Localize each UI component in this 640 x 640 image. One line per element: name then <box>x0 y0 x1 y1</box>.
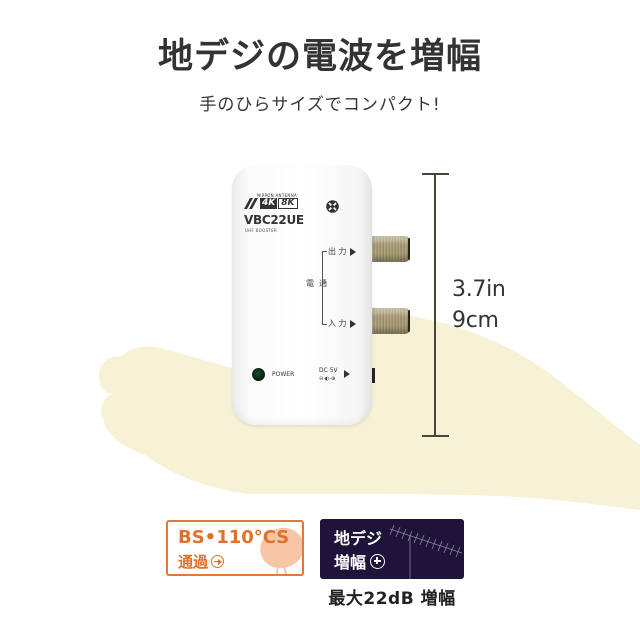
logo-4k: 4K <box>260 198 278 209</box>
satellite-dish-icon <box>260 527 302 574</box>
uhf-booster-device: NIPPON ANTENNA 4K 8K VBC22UE UHF BOOSTER… <box>232 165 372 425</box>
dimension-bottom-cap <box>422 435 449 437</box>
dc-jack <box>372 368 375 383</box>
4k8k-logo: 4K 8K <box>244 198 298 209</box>
model-description: UHF BOOSTER <box>245 228 278 233</box>
passthrough-bracket <box>322 251 327 325</box>
dimension-line <box>434 174 436 436</box>
input-f-connector <box>372 308 410 334</box>
passthrough-text: 通過 <box>178 551 225 572</box>
max-gain-caption: 最大22dB 増幅 <box>328 589 456 609</box>
dc-polarity-icon: ⊖-◐-⊕ <box>319 376 336 382</box>
power-label: POWER <box>272 371 295 378</box>
terrestrial-amplify-badge: 地デジ 増幅 <box>320 519 464 579</box>
brand-name: NIPPON ANTENNA <box>257 193 298 198</box>
dc-voltage: DC 5V <box>319 367 338 374</box>
satellite-x-icon <box>326 200 339 213</box>
page-title: 地デジの電波を増幅 <box>157 37 482 77</box>
passthrough-word: 通過 <box>178 553 209 571</box>
dimension-inches: 3.7in <box>452 277 506 302</box>
dc-label: DC 5V ⊖-◐-⊕ <box>319 367 338 383</box>
plus-circle-icon <box>370 553 386 569</box>
amplify-text: 増幅 <box>334 549 386 573</box>
bs-cs-label: BS•110°CS <box>178 527 290 548</box>
terrestrial-label: 地デジ <box>334 529 383 548</box>
power-led-icon <box>252 368 265 381</box>
input-arrow-icon <box>349 319 356 328</box>
page-subtitle: 手のひらサイズでコンパクト! <box>199 95 441 115</box>
dimension-cm: 9cm <box>452 308 499 333</box>
arrow-right-circle-icon <box>211 555 225 568</box>
bs-cs-passthrough-badge: BS•110°CS 通過 <box>166 520 304 576</box>
brand-wedge-icon <box>244 198 258 209</box>
passthrough-label: 電通 <box>306 279 332 288</box>
logo-8k: 8K <box>278 198 298 209</box>
input-label-text: 入 力 <box>328 319 347 328</box>
output-label-text: 出 力 <box>328 247 347 256</box>
output-arrow-icon <box>349 247 356 256</box>
model-number: VBC22UE <box>244 213 304 227</box>
input-label: 入 力 <box>328 318 356 329</box>
dc-arrow-icon <box>344 370 350 378</box>
output-label: 出 力 <box>328 246 356 257</box>
amplify-word: 増幅 <box>334 553 367 572</box>
yagi-antenna-icon <box>389 524 463 579</box>
output-f-connector <box>372 236 410 262</box>
